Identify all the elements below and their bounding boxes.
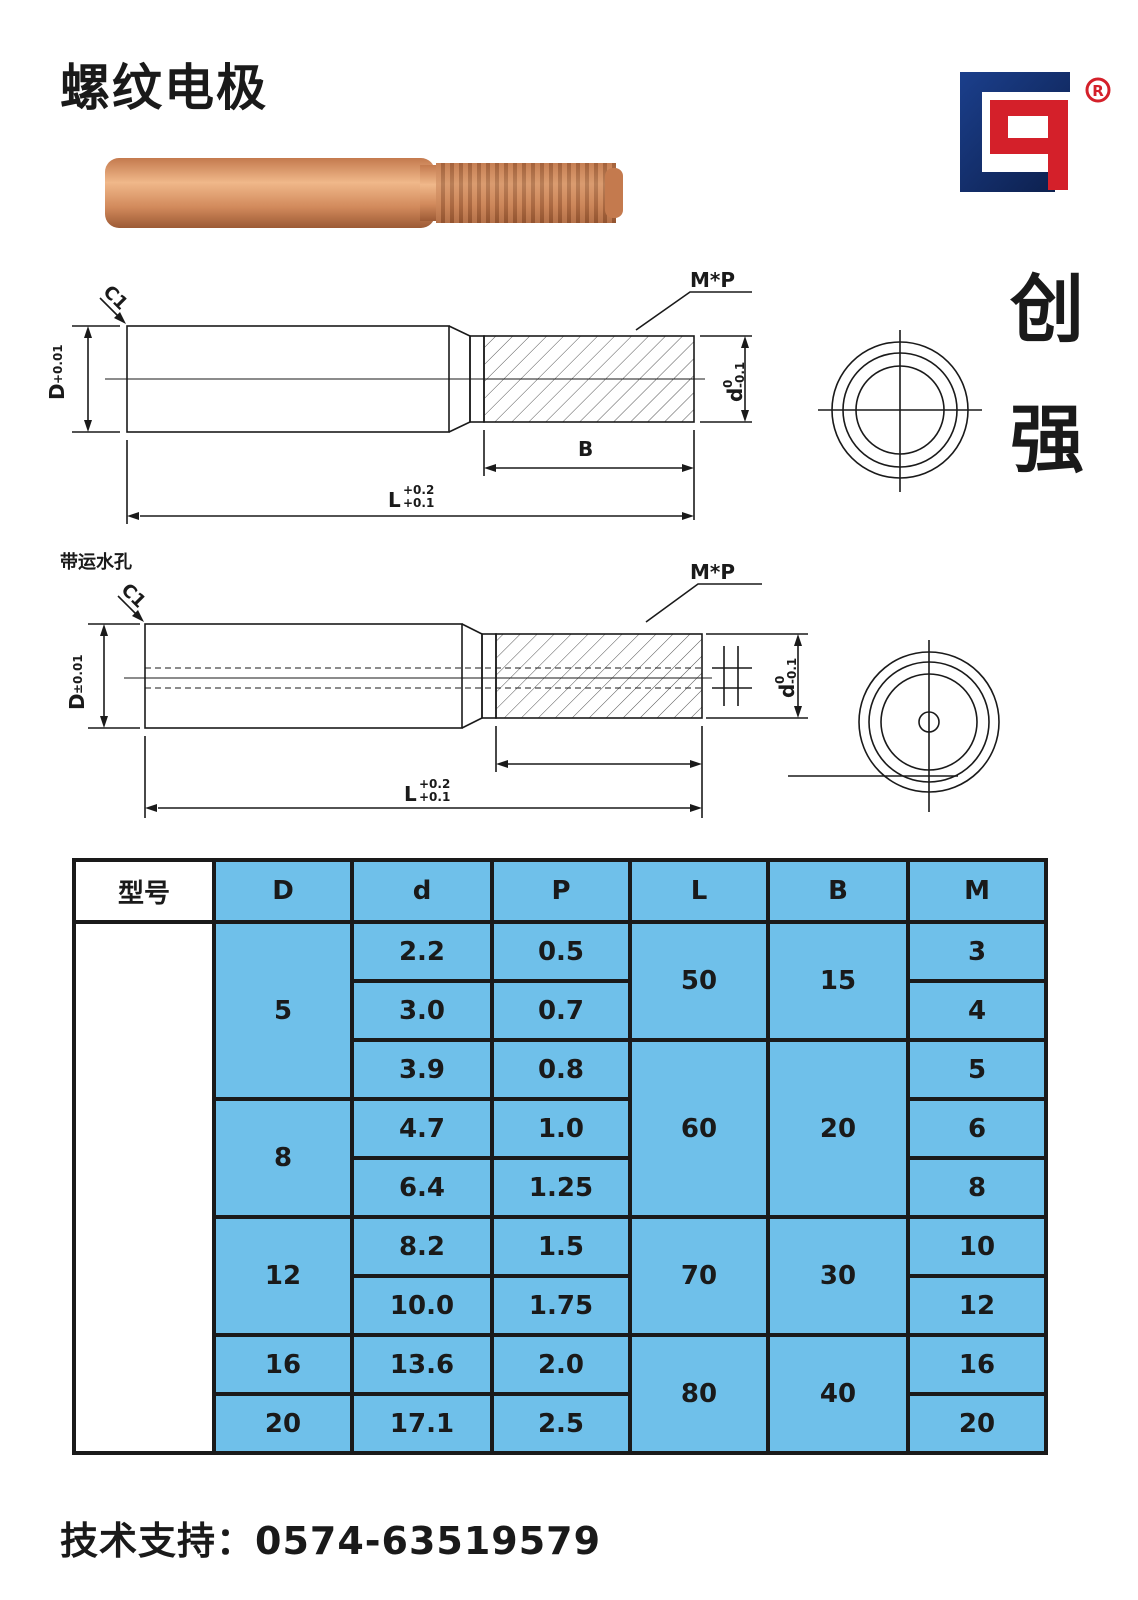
length-label-1: L — [388, 488, 401, 512]
cell-L: 60 — [628, 1038, 770, 1219]
cell-d: 3.9 — [350, 1038, 494, 1101]
drawing-2 — [88, 583, 808, 818]
cell-D: 16 — [212, 1333, 354, 1396]
svg-text:R: R — [1092, 82, 1104, 100]
cell-M: 8 — [906, 1156, 1048, 1219]
diameter-tol-2: ±0.01 — [71, 654, 85, 694]
small-d-tol-lower-1: -0.1 — [733, 362, 747, 388]
cell-d: 2.2 — [350, 920, 494, 983]
cell-B: 15 — [766, 920, 910, 1042]
length-tol-lower-1: +0.1 — [403, 496, 434, 510]
table-row: 5 2.2 0.5 50 15 3 — [72, 920, 1048, 1455]
cell-P: 0.7 — [490, 979, 632, 1042]
cell-M: 4 — [906, 979, 1048, 1042]
table-row: 3.0 0.7 4 — [74, 979, 1048, 1042]
thread-label-2: M*P — [690, 560, 735, 584]
diameter-tol-1: +0.01 — [51, 344, 65, 384]
dimension-arrows-2 — [100, 610, 802, 812]
cell-P: 1.25 — [490, 1156, 632, 1219]
header-D: D — [212, 858, 354, 924]
length-label-2: L — [404, 782, 417, 806]
chamfer-label-1: C1 — [99, 281, 132, 314]
cell-d: 6.4 — [350, 1156, 494, 1219]
dimension-arrows-1 — [84, 312, 749, 520]
cell-P: 2.0 — [490, 1333, 632, 1396]
diameter-label-1: D — [45, 383, 69, 400]
cell-M: 3 — [906, 920, 1048, 983]
cell-d: 10.0 — [350, 1274, 494, 1337]
water-hole-label: 带运水孔 — [60, 552, 132, 573]
cell-L: 50 — [628, 920, 770, 1042]
cell-P: 1.0 — [490, 1097, 632, 1160]
cell-L: 70 — [628, 1215, 770, 1337]
model-cell — [72, 920, 216, 1455]
brand-char-2: 强 — [1010, 397, 1084, 483]
length-tol-upper-1: +0.2 — [403, 483, 434, 497]
cell-M: 10 — [906, 1215, 1048, 1278]
cell-P: 0.5 — [490, 920, 632, 983]
thread-length-label: B — [578, 437, 593, 461]
cell-P: 1.5 — [490, 1215, 632, 1278]
small-d-label-2: d — [775, 684, 799, 698]
cell-d: 3.0 — [350, 979, 494, 1042]
cell-d: 17.1 — [350, 1392, 494, 1455]
small-d-tol-lower-2: -0.1 — [785, 658, 799, 684]
table-row: 16 13.6 2.0 80 40 16 — [74, 1333, 1048, 1455]
thread-label-1: M*P — [690, 268, 735, 292]
table-row: 20 17.1 2.5 20 — [74, 1392, 1048, 1455]
end-view-1 — [818, 330, 982, 492]
length-tol-lower-2: +0.1 — [419, 790, 450, 804]
table-row: 10.0 1.75 12 — [74, 1274, 1048, 1337]
cell-L: 80 — [628, 1333, 770, 1455]
cell-M: 20 — [906, 1392, 1048, 1455]
header-model: 型号 — [72, 858, 216, 924]
end-view-2 — [788, 640, 1000, 812]
cell-M: 12 — [906, 1274, 1048, 1337]
cell-P: 0.8 — [490, 1038, 632, 1101]
cell-M: 5 — [906, 1038, 1048, 1101]
cell-d: 8.2 — [350, 1215, 494, 1278]
spec-table: 型号 D d P L B M 5 2.2 0.5 50 15 3 3.0 0.7… — [72, 858, 1048, 1455]
cell-D: 8 — [212, 1097, 354, 1219]
drawing-1 — [72, 291, 752, 524]
table-row: 3.9 0.8 60 20 5 — [74, 1038, 1048, 1219]
cell-P: 2.5 — [490, 1392, 632, 1455]
cell-D: 20 — [212, 1392, 354, 1455]
diameter-label-2: D — [65, 693, 89, 710]
chamfer-label-2: C1 — [117, 579, 150, 612]
cell-B: 40 — [766, 1333, 910, 1455]
length-tol-upper-2: +0.2 — [419, 777, 450, 791]
technical-drawing: C1 M*P D +0.01 d 0 -0.1 B L +0.2 +0.1 — [45, 158, 1000, 818]
header-M: M — [906, 858, 1048, 924]
tech-support-phone: 技术支持：0574-63519579 — [60, 1519, 602, 1563]
table-row: 12 8.2 1.5 70 30 10 — [74, 1215, 1048, 1337]
page-title: 螺纹电极 — [60, 59, 268, 117]
brand-logo: R — [960, 72, 1111, 192]
cell-P: 1.75 — [490, 1274, 632, 1337]
cell-d: 4.7 — [350, 1097, 494, 1160]
header-P: P — [490, 858, 632, 924]
table-header-row: 型号 D d P L B M — [72, 858, 1048, 924]
brand-char-1: 创 — [1010, 267, 1084, 353]
header-d: d — [350, 858, 494, 924]
cell-B: 20 — [766, 1038, 910, 1219]
header-B: B — [766, 858, 910, 924]
table-row: 8 4.7 1.0 6 — [74, 1097, 1048, 1219]
electrode-photo — [105, 158, 623, 228]
cell-D: 5 — [212, 920, 354, 1101]
cell-M: 16 — [906, 1333, 1048, 1396]
small-d-tol-upper-1: 0 — [721, 380, 735, 388]
cell-d: 13.6 — [350, 1333, 494, 1396]
cell-D: 12 — [212, 1215, 354, 1337]
cell-B: 30 — [766, 1215, 910, 1337]
table-row: 6.4 1.25 8 — [74, 1156, 1048, 1219]
header-L: L — [628, 858, 770, 924]
small-d-label-1: d — [723, 388, 747, 402]
cell-M: 6 — [906, 1097, 1048, 1160]
small-d-tol-upper-2: 0 — [773, 676, 787, 684]
